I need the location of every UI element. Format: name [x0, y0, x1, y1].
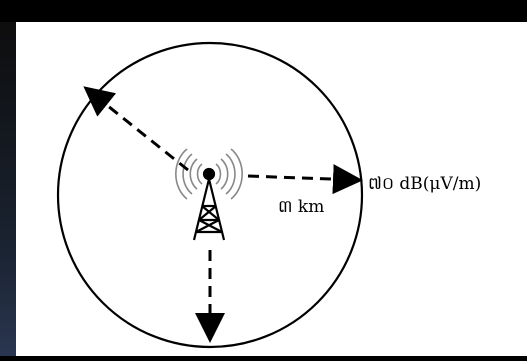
- background-edge: [0, 22, 16, 356]
- coverage-circle: [56, 41, 364, 349]
- distance-label: ៣ km: [278, 197, 324, 217]
- signal-wave-icon: [175, 148, 243, 200]
- arrow-icon: [247, 164, 363, 195]
- field-strength-label: ៧០ dB(μV/m): [368, 174, 481, 194]
- diagram-panel: ៣ km ៧០ dB(μV/m): [16, 22, 527, 356]
- radio-tower-icon: [192, 167, 226, 241]
- arrow-icon: [83, 86, 189, 172]
- coverage-diagram: ៣ km ៧០ dB(μV/m): [56, 41, 481, 349]
